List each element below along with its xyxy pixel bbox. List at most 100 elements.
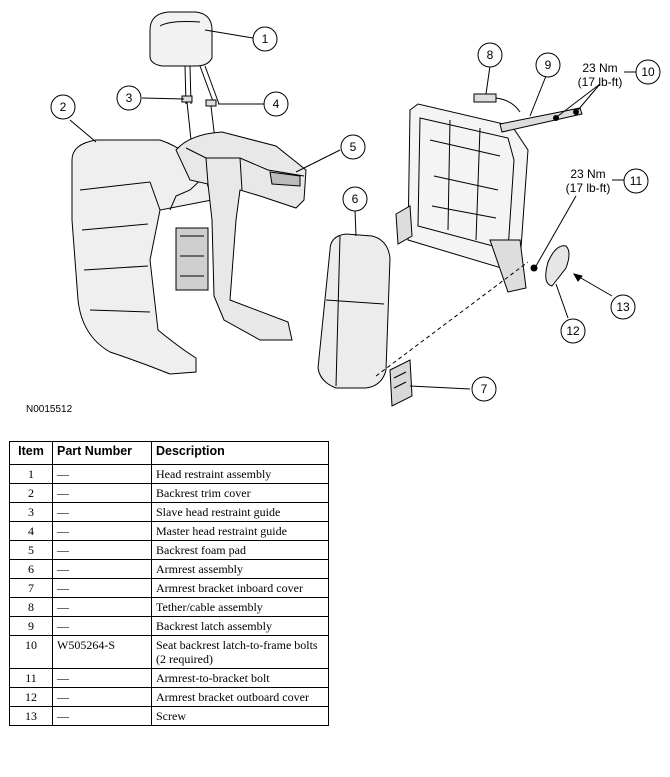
row-item: 6 (9, 559, 53, 579)
table-row: 13—Screw (9, 706, 329, 726)
table-row: 5—Backrest foam pad (9, 540, 329, 560)
row-description: Armrest assembly (151, 559, 329, 579)
table-row: 9—Backrest latch assembly (9, 616, 329, 636)
torque-spec-armrest: 23 Nm (17 lb-ft) (566, 167, 624, 195)
row-description: Armrest bracket inboard cover (151, 578, 329, 598)
row-item: 11 (9, 668, 53, 688)
row-item: 12 (9, 687, 53, 707)
row-part-number: — (52, 502, 152, 522)
header-item: Item (9, 441, 53, 465)
header-part-number: Part Number (52, 441, 152, 465)
callout-4: 4 (263, 91, 289, 117)
row-item: 1 (9, 464, 53, 484)
backrest-trim-cover-drawing (71, 139, 213, 375)
svg-text:5: 5 (350, 140, 357, 154)
row-item: 9 (9, 616, 53, 636)
row-part-number: — (52, 483, 152, 503)
callout-2: 2 (50, 94, 76, 120)
callout-3: 3 (116, 85, 142, 111)
svg-text:(17 lb-ft): (17 lb-ft) (566, 181, 611, 195)
row-description: Slave head restraint guide (151, 502, 329, 522)
row-description: Tether/cable assembly (151, 597, 329, 617)
svg-text:4: 4 (273, 97, 280, 111)
callout-6: 6 (342, 186, 368, 212)
backrest-latch-drawing (499, 107, 583, 133)
callout-12: 12 (560, 318, 586, 344)
svg-text:6: 6 (352, 192, 359, 206)
callout-1: 1 (252, 26, 278, 52)
row-description: Master head restraint guide (151, 521, 329, 541)
row-part-number: — (52, 559, 152, 579)
row-description: Screw (151, 706, 329, 726)
figure-id: N0015512 (26, 404, 73, 415)
callout-9: 9 (535, 52, 561, 78)
svg-text:13: 13 (616, 300, 630, 314)
callout-11: 11 (623, 168, 649, 194)
table-header-row: Item Part Number Description (9, 441, 329, 465)
callout-10: 10 (635, 59, 661, 85)
table-row: 12—Armrest bracket outboard cover (9, 687, 329, 707)
head-restraint-drawing (149, 11, 220, 105)
row-item: 3 (9, 502, 53, 522)
svg-text:8: 8 (487, 48, 494, 62)
row-part-number: — (52, 616, 152, 636)
svg-text:12: 12 (566, 324, 580, 338)
svg-text:7: 7 (481, 382, 488, 396)
row-part-number: — (52, 668, 152, 688)
armrest-bracket-outboard-cover-drawing (530, 245, 570, 287)
row-description: Backrest trim cover (151, 483, 329, 503)
row-part-number: — (52, 706, 152, 726)
table-row: 11—Armrest-to-bracket bolt (9, 668, 329, 688)
table-row: 2—Backrest trim cover (9, 483, 329, 503)
table-row: 1—Head restraint assembly (9, 464, 329, 484)
row-item: 7 (9, 578, 53, 598)
row-part-number: — (52, 578, 152, 598)
parts-table: Item Part Number Description 1—Head rest… (9, 441, 329, 726)
row-item: 4 (9, 521, 53, 541)
row-part-number: — (52, 540, 152, 560)
row-part-number: — (52, 521, 152, 541)
row-part-number: W505264-S (52, 635, 152, 669)
svg-text:(17 lb-ft): (17 lb-ft) (578, 75, 623, 89)
leader-lines (69, 29, 613, 390)
table-row: 6—Armrest assembly (9, 559, 329, 579)
row-item: 5 (9, 540, 53, 560)
torque-spec-latch: 23 Nm (17 lb-ft) (578, 61, 636, 89)
row-description: Armrest bracket outboard cover (151, 687, 329, 707)
svg-text:3: 3 (126, 91, 133, 105)
table-row: 3—Slave head restraint guide (9, 502, 329, 522)
tether-cable-drawing (473, 93, 521, 113)
svg-text:23 Nm: 23 Nm (582, 61, 617, 75)
row-item: 2 (9, 483, 53, 503)
svg-text:9: 9 (545, 58, 552, 72)
callout-13: 13 (610, 294, 636, 320)
row-description: Backrest foam pad (151, 540, 329, 560)
armrest-bracket-inboard-cover-drawing (389, 359, 413, 407)
row-part-number: — (52, 687, 152, 707)
exploded-diagram: 1 2 3 4 5 6 7 8 9 10 11 12 13 23 Nm (17 … (50, 11, 661, 407)
callout-7: 7 (471, 376, 497, 402)
backrest-foam-pad-drawing (175, 131, 307, 341)
svg-text:1: 1 (262, 32, 269, 46)
row-item: 8 (9, 597, 53, 617)
table-row: 7—Armrest bracket inboard cover (9, 578, 329, 598)
row-description: Backrest latch assembly (151, 616, 329, 636)
row-part-number: — (52, 597, 152, 617)
row-description: Armrest-to-bracket bolt (151, 668, 329, 688)
callout-8: 8 (477, 42, 503, 68)
header-description: Description (151, 441, 329, 465)
svg-text:10: 10 (641, 65, 655, 79)
svg-text:2: 2 (60, 100, 67, 114)
row-part-number: — (52, 464, 152, 484)
table-row: 4—Master head restraint guide (9, 521, 329, 541)
seat-back-frame-drawing (395, 103, 529, 293)
svg-text:11: 11 (630, 174, 643, 188)
armrest-drawing (317, 233, 391, 389)
row-description: Seat backrest latch-to-frame bolts (2 re… (151, 635, 329, 669)
callout-5: 5 (340, 134, 366, 160)
table-row: 8—Tether/cable assembly (9, 597, 329, 617)
row-item: 13 (9, 706, 53, 726)
row-item: 10 (9, 635, 53, 669)
